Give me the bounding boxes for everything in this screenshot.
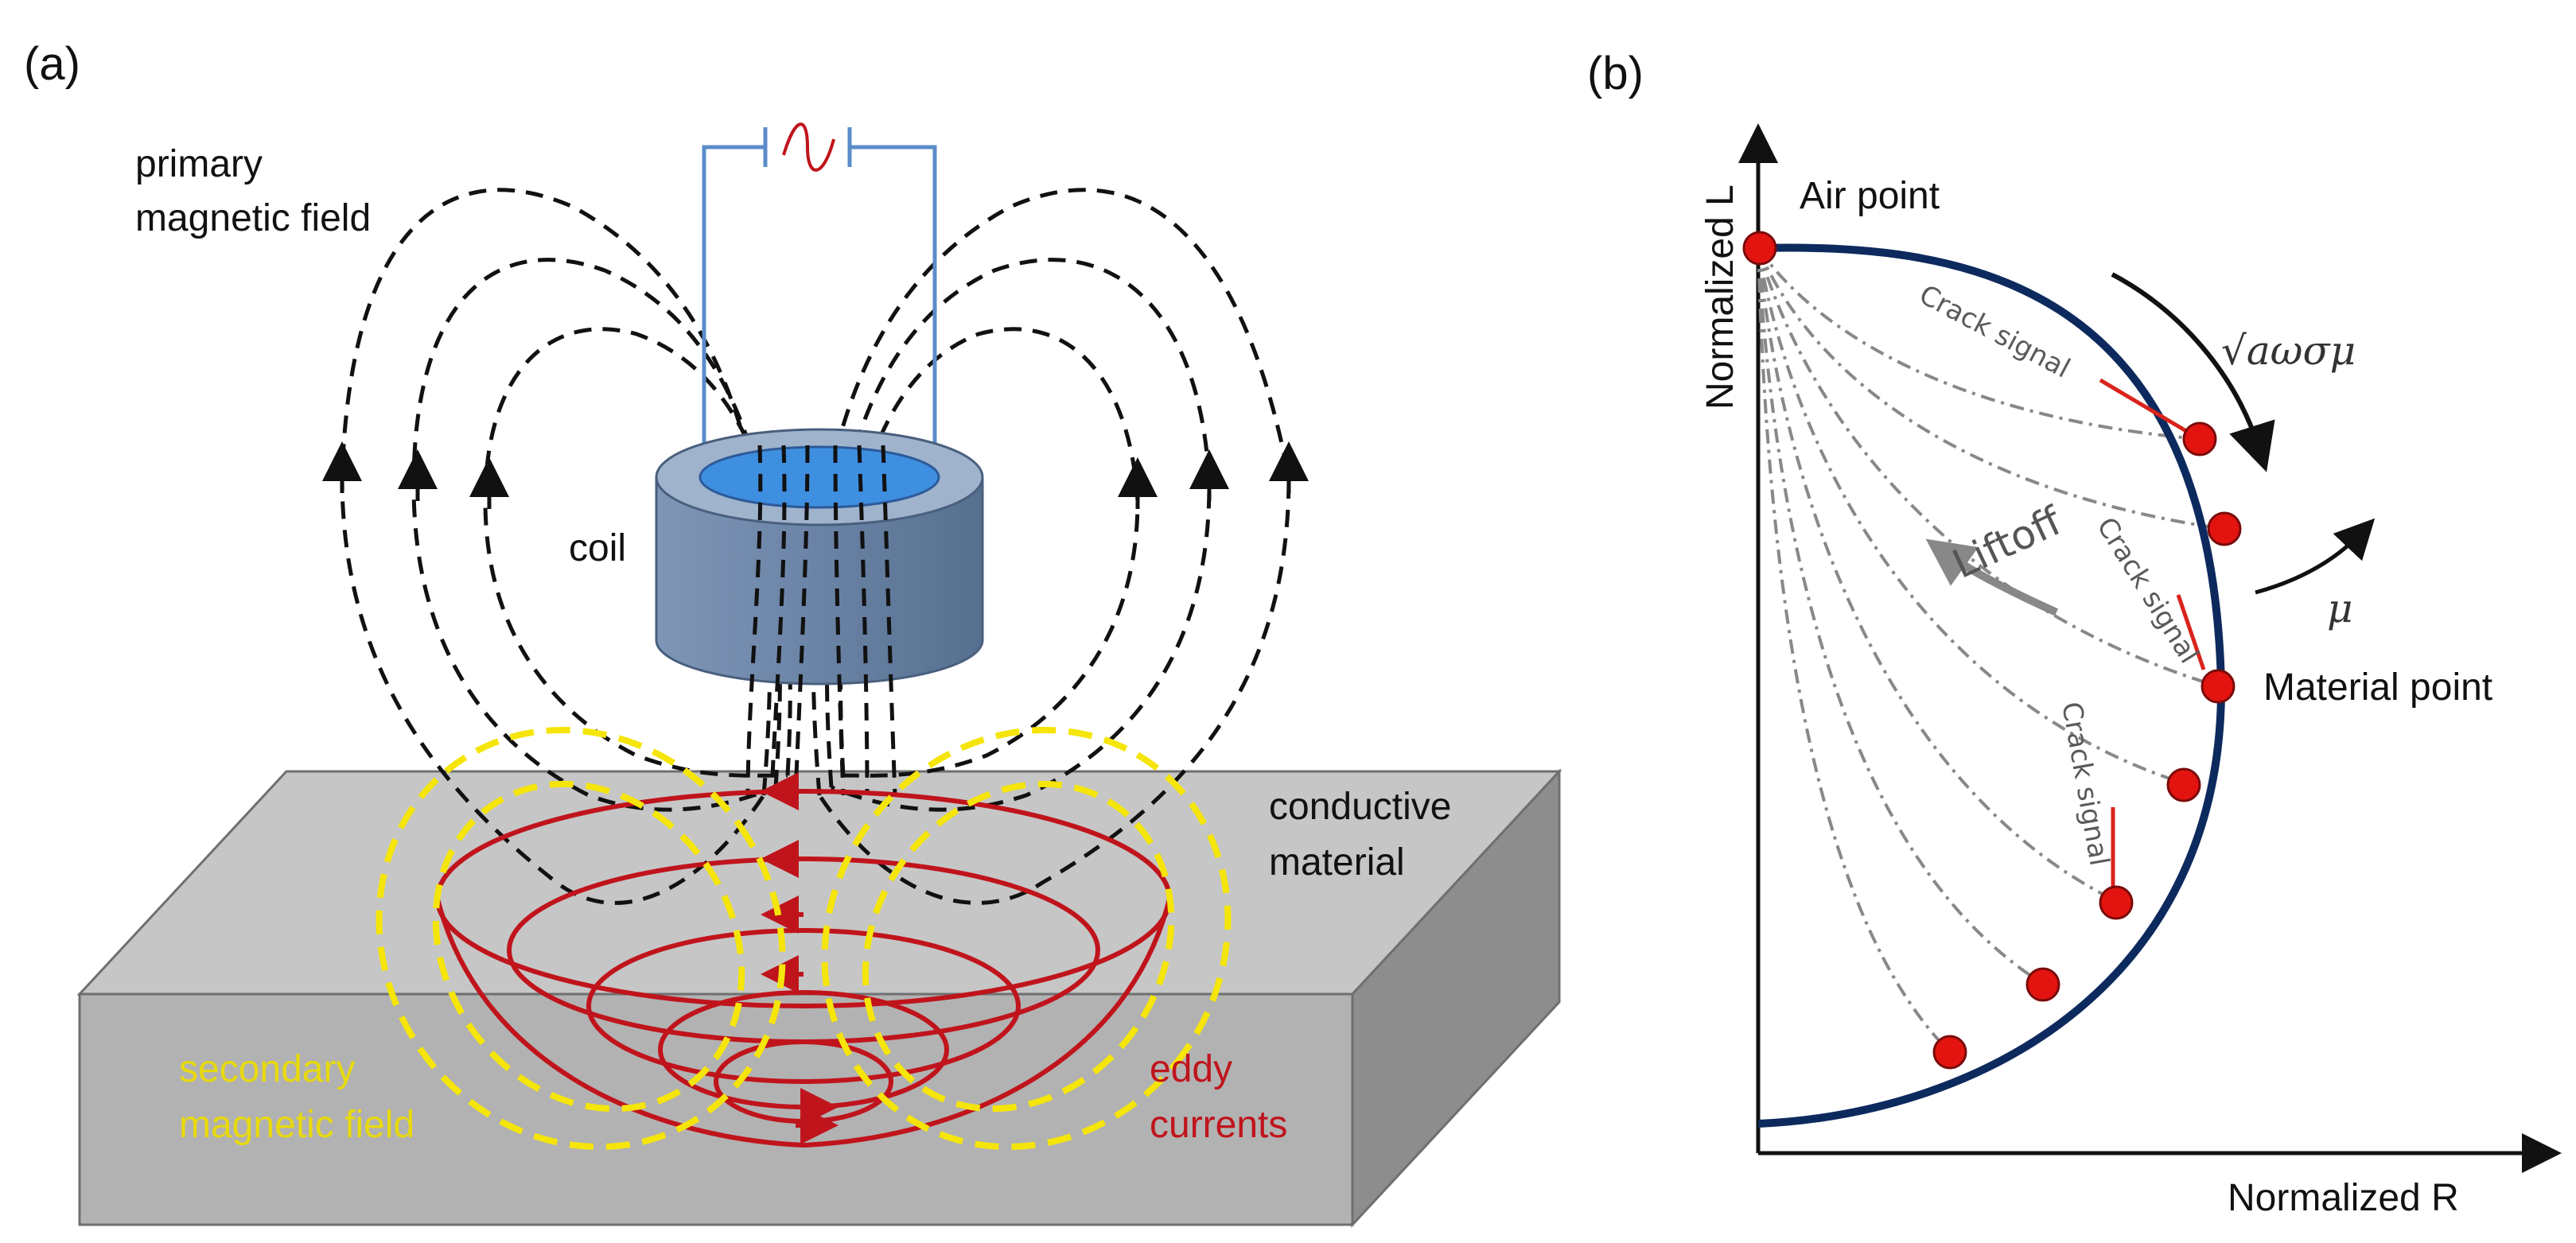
secondary-field-label-line1: secondary (179, 1048, 355, 1090)
panel-a: (a) (24, 38, 1562, 1228)
impedance-arc (1757, 243, 2226, 1128)
liftoff-curve-1 (1757, 247, 2200, 441)
liftoff-arrow (1925, 538, 2059, 616)
field-loop-left-middle (411, 258, 782, 812)
eddy-label-line2: currents (1150, 1104, 1287, 1146)
field-arrows (322, 441, 1309, 509)
liftoff-curve-4 (1757, 247, 2185, 785)
y-axis-label: Normalized L (1699, 185, 1741, 410)
air-point-label: Air point (1800, 175, 1940, 217)
crack-signal-label-3: Crack signal (2055, 700, 2115, 868)
coil-body (655, 477, 984, 686)
primary-field-label-line2: magnetic field (135, 197, 371, 239)
material-point-marker (2200, 669, 2236, 704)
sqrt-label: √aωσμ (2221, 328, 2356, 374)
secondary-loop-left-outer (376, 726, 786, 1151)
panel-b: (b) Normalized L Normalized R (1587, 48, 2562, 1219)
ac-sine-icon (782, 122, 835, 172)
point-7 (2025, 967, 2060, 1002)
secondary-loop-left-inner (432, 780, 745, 1113)
coil-core (698, 445, 940, 509)
crack-signal-label-2: Crack signal (2090, 512, 2204, 670)
secondary-field-label-line2: magnetic field (179, 1104, 414, 1146)
conductive-block (76, 768, 1562, 1228)
wire-right (851, 145, 937, 469)
mu-label: μ (2327, 585, 2353, 631)
primary-field-label-line1: primary (135, 143, 263, 185)
liftoff-curve-6 (1757, 247, 2045, 985)
liftoff-curves (1757, 247, 2224, 1053)
mu-direction-arrow (2255, 518, 2376, 595)
secondary-field-lines (376, 726, 1232, 1151)
conductive-label-line2: material (1269, 841, 1405, 884)
x-axis-label: Normalized R (2228, 1177, 2459, 1219)
impedance-points (1742, 231, 2242, 1070)
point-8 (1932, 1035, 1967, 1070)
field-loop-right-outer (811, 188, 1291, 905)
crack-tick-2 (2176, 594, 2206, 670)
conductive-label-line1: conductive (1269, 786, 1451, 828)
point-3 (2207, 511, 2242, 546)
liftoff-curve-5 (1757, 247, 2117, 903)
ac-source-circuit (702, 122, 937, 469)
secondary-loop-right-outer (821, 726, 1232, 1151)
coil-internal-field-lines (745, 445, 897, 796)
eddy-bowl (435, 898, 1172, 1148)
panel-b-label: (b) (1587, 48, 1644, 99)
crack-tick-1 (2099, 378, 2201, 441)
point-2 (2182, 421, 2217, 456)
crack-signal-ticks (2099, 378, 2206, 891)
liftoff-label: Liftoff (1946, 497, 2070, 588)
secondary-loop-right-inner (862, 780, 1175, 1113)
liftoff-curve-7 (1757, 247, 1951, 1053)
block-side (1351, 768, 1561, 1228)
panel-a-label: (a) (24, 38, 80, 90)
point-6 (2099, 885, 2134, 920)
point-5 (2166, 767, 2201, 802)
coil-label: coil (569, 527, 626, 569)
liftoff-curve-3 (1757, 247, 2219, 688)
wire-left (702, 145, 764, 469)
air-point-marker (1742, 231, 1777, 266)
eddy-arrows (761, 772, 839, 1144)
crack-signal-label-1: Crack signal (1914, 279, 2076, 385)
eddy-loop-3 (586, 928, 1021, 1084)
sqrt-direction-arrow (2111, 272, 2275, 472)
axes (1738, 123, 2562, 1173)
coil (655, 428, 984, 686)
liftoff-curve-2 (1757, 247, 2224, 530)
material-point-label: Material point (2263, 666, 2492, 709)
eddy-label-line1: eddy (1150, 1048, 1232, 1090)
